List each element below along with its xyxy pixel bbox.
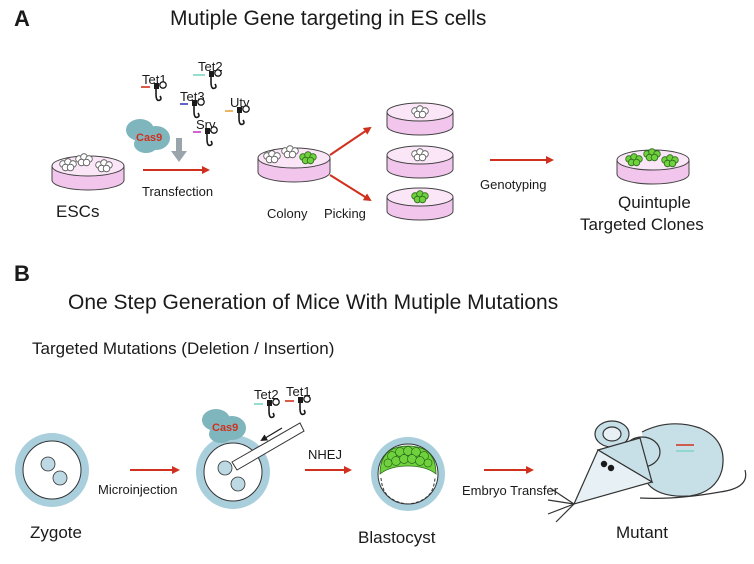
label-picking: Picking [324,206,366,221]
sgrna-group-a [141,69,250,147]
blastocyst [371,437,445,511]
cas9-text-b: Cas9 [212,422,238,434]
cas9-protein-b: Cas9 [202,409,246,443]
panel-b-title: One Step Generation of Mice With Mutiple… [68,291,559,314]
picked-dish-1 [386,102,454,136]
label-escs: ESCs [56,202,100,221]
cas9-protein-a: Cas9 [126,119,170,153]
label-zygote: Zygote [30,523,82,542]
label-microinjection: Microinjection [98,482,178,497]
label-embryo-transfer: Embryo Transfer [462,483,559,498]
esc-dish [51,153,125,191]
guide-label-sry: Sry [196,117,216,132]
label-targeted-clones: Targeted Clones [580,215,704,234]
label-nhej: NHEJ [308,447,342,462]
label-blastocyst: Blastocyst [358,528,436,547]
label-mutant: Mutant [616,523,668,542]
guide-label-b-tet2: Tet2 [254,387,279,402]
panel-b-letter: B [14,261,30,286]
injection-needle [231,422,305,471]
sgrna-group-b [254,394,312,419]
panel-b-subtitle: Targeted Mutations (Deletion / Insertion… [32,339,335,358]
label-quintuple: Quintuple [618,193,691,212]
panel-a-title: Mutiple Gene targeting in ES cells [170,7,487,30]
panel-a-letter: A [14,6,30,31]
label-colony: Colony [267,206,308,221]
injection-direction-arrow [260,427,283,442]
label-genotyping: Genotyping [480,177,547,192]
picked-dish-3 [386,187,454,221]
clones-dish [616,148,690,185]
mutant-mouse [547,420,747,523]
picked-dish-2 [386,145,454,179]
cas9-text-a: Cas9 [136,132,162,144]
colony-dish [257,145,331,183]
arrow-pick-up [329,126,372,156]
arrow-pick-down [329,174,372,202]
zygote [15,433,89,507]
label-transfection: Transfection [142,184,214,199]
guide-label-b-tet1: Tet1 [286,384,311,399]
gray-down-arrow [171,138,187,162]
